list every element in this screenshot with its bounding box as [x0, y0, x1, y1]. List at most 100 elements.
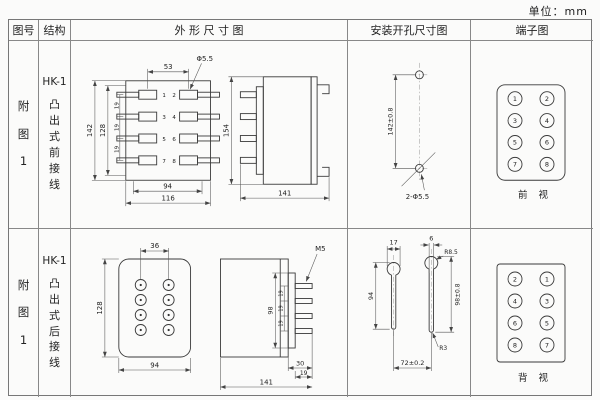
row2-outline-cell: 36 128 94	[71, 229, 348, 397]
row2-mounting-drawing: 17 6 R8.5 94 98±0.8 R3	[367, 234, 462, 371]
relay-body-outline	[262, 76, 312, 185]
header-outline-dims: 外 形 尺 寸 图	[71, 20, 348, 41]
structure-char: 式	[49, 130, 60, 144]
dim-pitch-label: 19	[279, 290, 285, 296]
terminal-number: 8	[545, 161, 549, 169]
terminal-number: 8	[172, 159, 176, 165]
spec-table: 图号 结构 外 形 尺 寸 图 安装开孔尺寸图 端子图 附 图 1 HK-1 凸…	[8, 19, 593, 397]
terminal-number: 6	[172, 137, 176, 143]
structure-char: 后	[49, 324, 60, 338]
figure-no-char: 1	[19, 332, 28, 347]
figure-no-char: 附	[17, 277, 30, 292]
terminal-number: 5	[162, 137, 165, 143]
dim-hole-dia-label: 17	[390, 238, 398, 246]
dim-bottom-outer-label: 116	[162, 195, 175, 203]
dim-height-outer-label: 142	[86, 124, 94, 137]
relay-rear-view: 36 128 94	[96, 242, 192, 373]
keyhole-slot-right	[424, 256, 439, 333]
terminal-screws-left	[116, 89, 158, 166]
figure-no-char: 图	[17, 305, 30, 320]
structure-char: 接	[49, 340, 60, 354]
terminal-circles	[507, 271, 555, 353]
terminal-number: 4	[172, 115, 176, 121]
terminal-circle-numbers: 2 1 4 3 6 5 8 7	[513, 275, 549, 349]
radius-top-label: R8.5	[444, 249, 458, 256]
header-terminal-diagram: 端子图	[471, 20, 593, 41]
dim-pitch-label: 19	[114, 124, 120, 131]
radius-bottom-label: R3	[439, 345, 447, 352]
relay-side-view-rear: M5 98 19 19 19 30	[220, 245, 326, 390]
terminal-number: 6	[545, 139, 549, 147]
terminal-numbers: 1 2 3 4 5 6 7 8	[162, 93, 176, 165]
terminal-number: 7	[545, 341, 549, 349]
mounting-hook-bottom	[317, 166, 330, 177]
relay-base-outline	[125, 80, 211, 181]
terminal-number: 1	[162, 93, 165, 99]
figure-no-char: 图	[17, 126, 30, 141]
terminal-number: 3	[162, 115, 166, 121]
structure-char: 出	[49, 292, 60, 306]
unit-label: 单位：mm	[528, 5, 588, 18]
row1-terminal-cell: 1 2 3 4 5 6 7 8 前 视	[471, 41, 593, 229]
hole-spacing-label: 142±0.8	[387, 108, 395, 136]
row1-mounting-drawing: 142±0.8 2-Φ5.5	[387, 62, 436, 201]
terminal-number: 3	[513, 117, 517, 125]
dim-pitch-label: 19	[279, 320, 285, 326]
dim-side-depth-label: 141	[260, 378, 273, 386]
relay-side-view: 154 141	[222, 76, 330, 202]
figure-no-char: 1	[19, 154, 28, 169]
terminal-block-outline	[496, 84, 566, 181]
terminal-number: 7	[513, 161, 517, 169]
dim-right-length-label: 98±0.8	[455, 283, 462, 305]
hole-callout-label: Φ5.5	[197, 55, 214, 63]
structure-description: 凸 出 式 后 接 线	[49, 276, 60, 372]
row2-terminal-cell: 2 1 4 3 6 5 8 7 背 视	[471, 229, 593, 397]
row1-mounting-cell: 142±0.8 2-Φ5.5	[348, 41, 471, 229]
dim-top-width-label: 36	[150, 242, 159, 250]
structure-char: 凸	[49, 276, 60, 290]
dim-block-depth-label: 30	[296, 359, 304, 367]
mounting-hook-top	[317, 84, 330, 95]
dim-bottom-label: 94	[150, 361, 159, 369]
row1-terminal-diagram: 1 2 3 4 5 6 7 8 前 视	[496, 84, 566, 201]
dim-left-length-label: 94	[367, 292, 375, 300]
relay-front-view: 1 2 3 4 5 6 7 8 53 Φ5.5	[86, 55, 220, 207]
row2-terminal-diagram: 2 1 4 3 6 5 8 7 背 视	[496, 263, 566, 384]
dim-side-height-label: 154	[222, 123, 230, 137]
terminal-number: 1	[545, 275, 549, 283]
terminal-number: 7	[162, 159, 166, 165]
terminal-number: 5	[545, 319, 549, 327]
row2-mounting-cell: 17 6 R8.5 94 98±0.8 R3	[348, 229, 471, 397]
structure-char: 出	[49, 114, 60, 128]
terminal-number: 3	[545, 297, 549, 305]
rear-screw-holes	[134, 279, 175, 336]
terminal-plate	[287, 272, 296, 349]
row1-structure: HK-1 凸 出 式 前 接 线	[39, 41, 71, 229]
terminal-number: 4	[545, 117, 549, 125]
terminal-number: 8	[513, 341, 517, 349]
mounting-flange	[310, 76, 318, 185]
terminal-number: 2	[513, 275, 517, 283]
holes-callout-label: 2-Φ5.5	[406, 193, 429, 201]
header-structure: 结构	[39, 20, 71, 41]
model-label: HK-1	[42, 76, 67, 89]
structure-char: 线	[49, 177, 60, 191]
dim-height-label: 128	[96, 301, 104, 314]
structure-char: 线	[49, 356, 60, 370]
header-mounting-holes: 安装开孔尺寸图	[348, 20, 471, 41]
dim-pitch-label: 19	[114, 145, 120, 152]
row1-outline-cell: 1 2 3 4 5 6 7 8 53 Φ5.5	[71, 41, 348, 229]
header-figure-no: 图号	[9, 20, 39, 41]
terminal-screws-right	[179, 89, 220, 166]
dim-pitch-label: 19	[114, 102, 120, 109]
view-label: 背 视	[518, 372, 552, 384]
dim-slot-width-label: 6	[429, 234, 433, 242]
dim-top-width-label: 53	[164, 63, 173, 71]
terminal-number: 1	[513, 95, 517, 103]
terminal-number: 6	[513, 319, 517, 327]
terminal-circles	[507, 91, 555, 172]
row2-outline-drawing: 36 128 94	[96, 242, 326, 390]
view-label: 前 视	[518, 189, 552, 201]
terminal-number: 4	[513, 297, 517, 305]
